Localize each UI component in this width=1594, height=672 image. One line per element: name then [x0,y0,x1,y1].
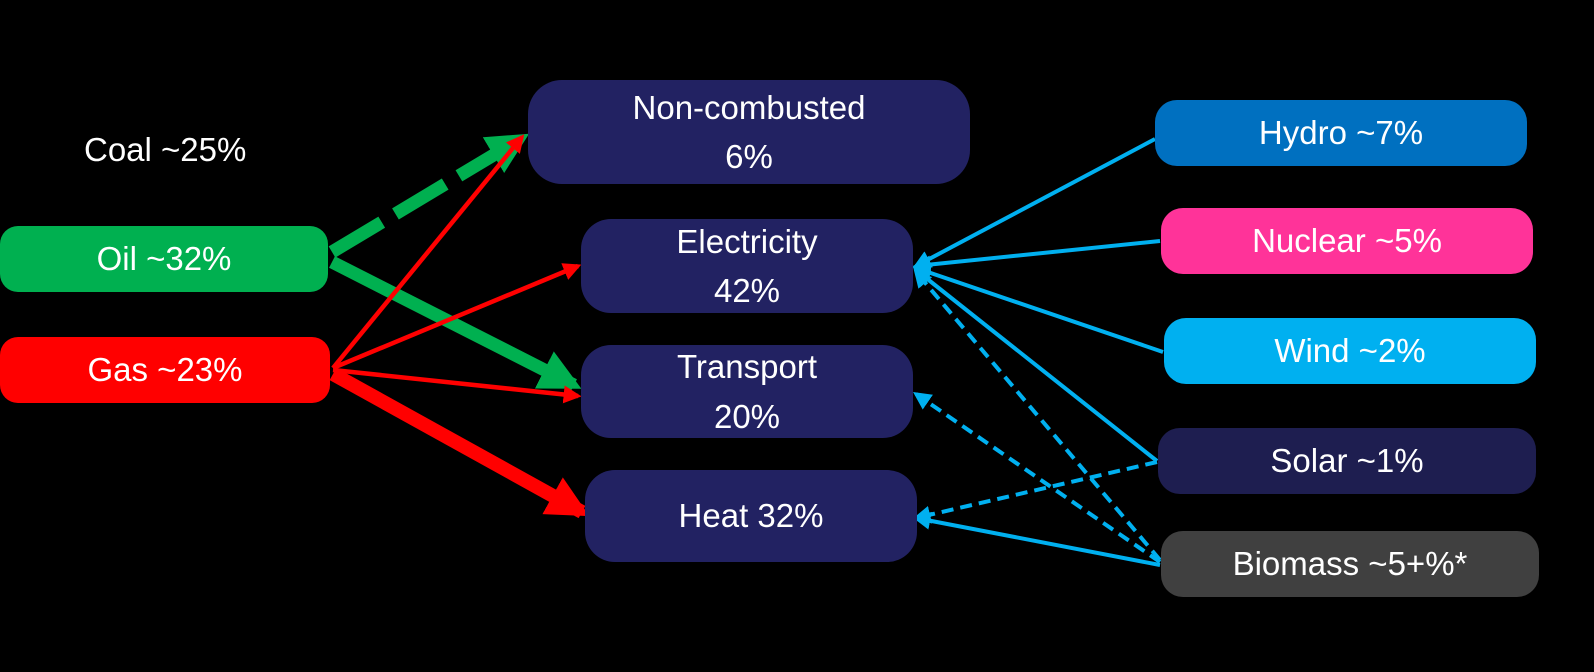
solar-to-electricity-arrow [913,267,1159,463]
solar-to-heat-arrow [912,460,1158,524]
gas-to-transport-arrow [332,367,582,404]
gas-label: Gas ~23% [87,351,243,389]
coal-label: Coal ~25% [84,131,247,168]
hydro-to-electricity-arrow [912,137,1156,268]
oil-to-transport-arrow [329,256,582,391]
hydro-label: Hydro ~7% [1258,114,1424,152]
non-combusted-share: 6% [725,138,773,175]
wind-to-electricity-arrow [912,264,1164,354]
oil-label: Oil ~32% [96,240,232,278]
solar-box: Solar ~1% [1158,428,1536,494]
oil-box: Oil ~32% [0,226,328,292]
heat-box: Heat 32% [585,470,917,562]
biomass-to-transport-arrow [913,391,1162,564]
electricity-box: Electricity 42% [581,219,913,313]
solar-label: Solar ~1% [1270,442,1424,480]
gas-to-heat-arrow [329,367,590,519]
heat-label: Heat 32% [678,497,824,535]
transport-box: Transport 20% [581,345,913,438]
nuclear-label: Nuclear ~5% [1252,222,1442,260]
wind-label: Wind ~2% [1274,332,1426,370]
wind-box: Wind ~2% [1164,318,1536,384]
oil-to-non-combusted-arrow [328,132,530,258]
biomass-to-electricity-arrow [913,269,1162,562]
non-combusted-box: Non-combusted 6% [528,80,970,184]
gas-box: Gas ~23% [0,337,330,403]
biomass-label: Biomass ~5+%* [1232,545,1468,583]
nuclear-box: Nuclear ~5% [1161,208,1533,274]
transport-title: Transport [677,348,817,385]
gas-to-electricity-arrow [332,263,582,371]
biomass-box: Biomass ~5+%* [1161,531,1539,597]
biomass-to-heat-arrow [912,511,1161,567]
non-combusted-title: Non-combusted [632,88,866,126]
hydro-box: Hydro ~7% [1155,100,1527,166]
electricity-share: 42% [713,272,781,309]
nuclear-to-electricity-arrow [912,239,1161,274]
gas-to-non-combusted-arrow [331,134,525,370]
electricity-title: Electricity [676,222,818,260]
transport-share: 20% [713,397,781,435]
